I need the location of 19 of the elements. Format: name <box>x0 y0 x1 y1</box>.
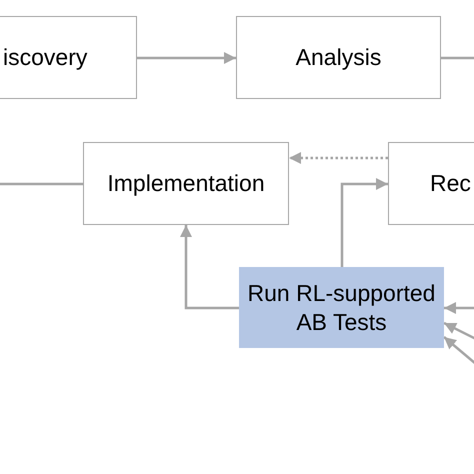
arrow <box>180 225 239 310</box>
node-label: Run RL-supported AB Tests <box>246 278 436 336</box>
arrow <box>443 336 474 365</box>
arrow <box>137 52 236 64</box>
arrow <box>443 322 474 340</box>
arrow <box>340 178 388 267</box>
process-box <box>388 142 474 225</box>
connector-line <box>0 182 83 186</box>
node-label: Rec <box>430 169 471 198</box>
connector-line <box>441 56 474 60</box>
highlighted-process-box <box>239 267 444 348</box>
node-label: Analysis <box>296 43 382 72</box>
arrow <box>444 302 474 314</box>
dotted-arrow <box>289 152 388 164</box>
process-box <box>83 142 289 225</box>
process-box <box>0 16 137 99</box>
node-label: iscovery <box>3 43 88 72</box>
node-label: Implementation <box>107 169 265 198</box>
process-box <box>236 16 441 99</box>
